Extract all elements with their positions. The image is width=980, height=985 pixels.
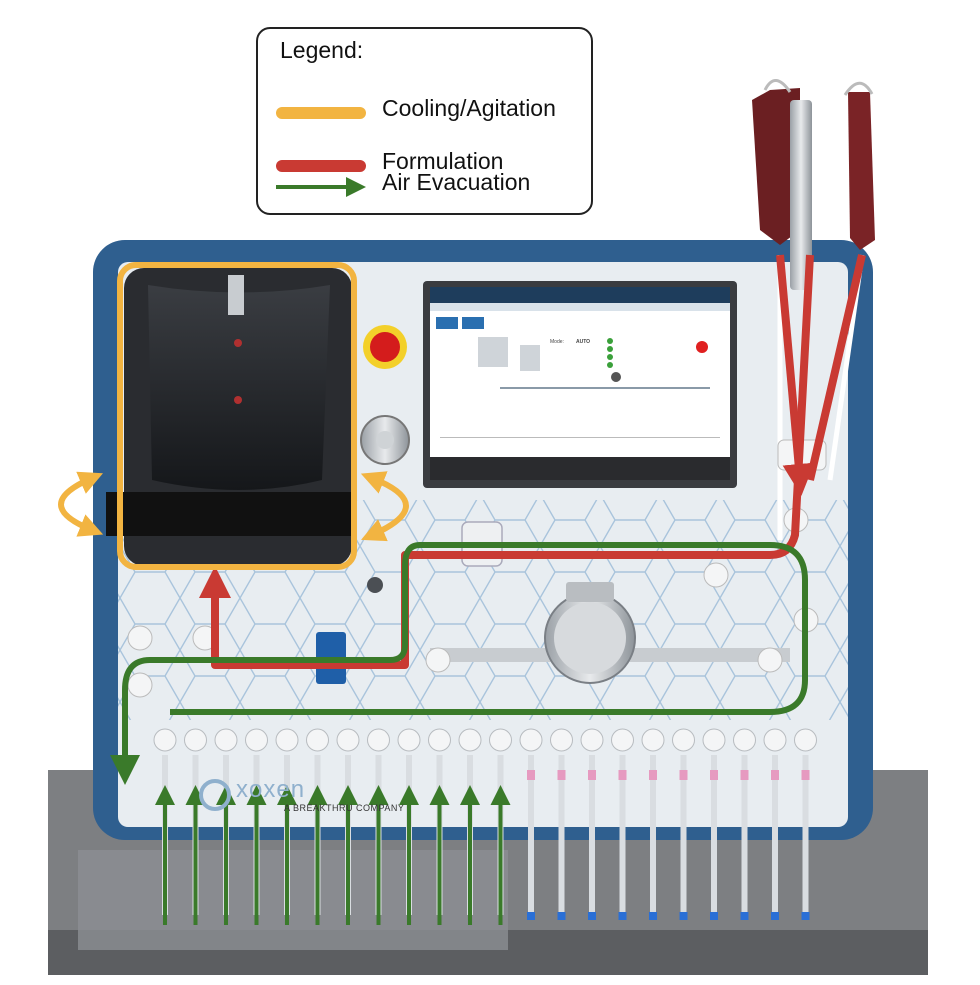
manifold-valve	[641, 728, 665, 752]
sample-port	[771, 770, 779, 780]
sample-port	[588, 770, 596, 780]
hanging-bags	[752, 79, 875, 290]
air-evacuation-path	[110, 542, 808, 785]
agitation-arrow-right	[360, 471, 409, 542]
sample-port	[740, 770, 749, 780]
tube-cap	[618, 912, 627, 920]
manifold-valve	[763, 728, 787, 752]
sample-port	[557, 770, 566, 780]
tube-cap	[649, 912, 657, 920]
manifold-tube	[619, 755, 626, 915]
manifold-tube	[711, 755, 717, 915]
sample-port	[710, 770, 718, 780]
manifold-tube	[558, 755, 565, 915]
manifold-valve	[397, 728, 421, 752]
tube-cap	[740, 912, 749, 920]
manifold-valve	[184, 728, 207, 752]
manifold-tube	[772, 755, 778, 915]
logo-name: xoxen	[236, 776, 306, 803]
hmi-mode-label: Mode:	[550, 339, 564, 345]
manifold-valve	[733, 728, 756, 752]
manifold-valve	[611, 728, 634, 752]
tube-cap	[710, 912, 718, 920]
sample-port	[679, 770, 688, 780]
manifold-tube	[650, 755, 656, 915]
tube-cap	[679, 912, 688, 920]
legend-arrow-icon	[276, 177, 366, 197]
sample-port	[801, 770, 810, 780]
manifold-tube	[802, 755, 809, 915]
hmi-graphic: Mode: AUTO	[430, 287, 730, 438]
legend-title: Legend:	[280, 37, 364, 63]
legend-swatch-cooling	[276, 107, 366, 119]
manifold-valve	[550, 728, 573, 752]
tube-cap	[588, 912, 596, 920]
manifold-valve	[428, 728, 451, 752]
logo-mark-icon	[199, 779, 231, 811]
tube-cap	[771, 912, 779, 920]
manifold-valve	[489, 728, 512, 752]
legend-label-formulation: Formulation	[382, 148, 504, 174]
manifold-valve	[519, 728, 543, 752]
manifold-tube	[589, 755, 595, 915]
small-knob[interactable]	[367, 577, 383, 593]
legend-item-air-evacuation: Air Evacuation	[276, 169, 586, 201]
manifold-valve	[153, 728, 177, 752]
emergency-stop-button[interactable]	[370, 332, 400, 362]
sample-port	[649, 770, 657, 780]
sample-port	[527, 770, 535, 780]
cooling-agitation-outline	[117, 262, 357, 570]
touchscreen-display[interactable]: Mode: AUTO	[430, 287, 730, 457]
manifold-valve	[672, 728, 695, 752]
company-logo: xoxen A BREAKTHRU COMPANY	[198, 776, 428, 816]
chamber-bag	[148, 285, 330, 490]
legend-label-cooling: Cooling/Agitation	[382, 95, 556, 121]
hmi-mode-value: AUTO	[576, 339, 590, 345]
tube-cap	[527, 912, 535, 920]
manifold-tube	[680, 755, 687, 915]
sample-port	[618, 770, 627, 780]
manifold-valve	[214, 728, 238, 752]
manifold-valve	[580, 728, 604, 752]
agitation-arrow-left	[58, 471, 104, 537]
manifold-tube	[528, 755, 534, 915]
manifold-valve	[275, 728, 299, 752]
manifold-valve	[306, 728, 329, 752]
legend-label-air: Air Evacuation	[382, 169, 531, 195]
formulation-branch	[776, 254, 815, 496]
tube-cap	[801, 912, 810, 920]
air-evacuation-inlets	[155, 785, 511, 925]
agitation-tray	[106, 492, 356, 536]
legend: Legend: Cooling/Agitation Formulation Ai…	[256, 27, 593, 215]
manifold-valve	[458, 728, 482, 752]
legend-item-formulation: Formulation	[276, 148, 586, 180]
manifold-valve	[702, 728, 726, 752]
manifold-valve	[245, 728, 268, 752]
logo-tagline: A BREAKTHRU COMPANY	[284, 803, 405, 813]
manifold-valve	[794, 728, 817, 752]
tube-cap	[557, 912, 566, 920]
legend-item-cooling: Cooling/Agitation	[276, 95, 586, 127]
manifold-tube	[741, 755, 748, 915]
manifold-valve	[336, 728, 360, 752]
manifold-valve	[367, 728, 390, 752]
legend-swatch-formulation	[276, 160, 366, 172]
